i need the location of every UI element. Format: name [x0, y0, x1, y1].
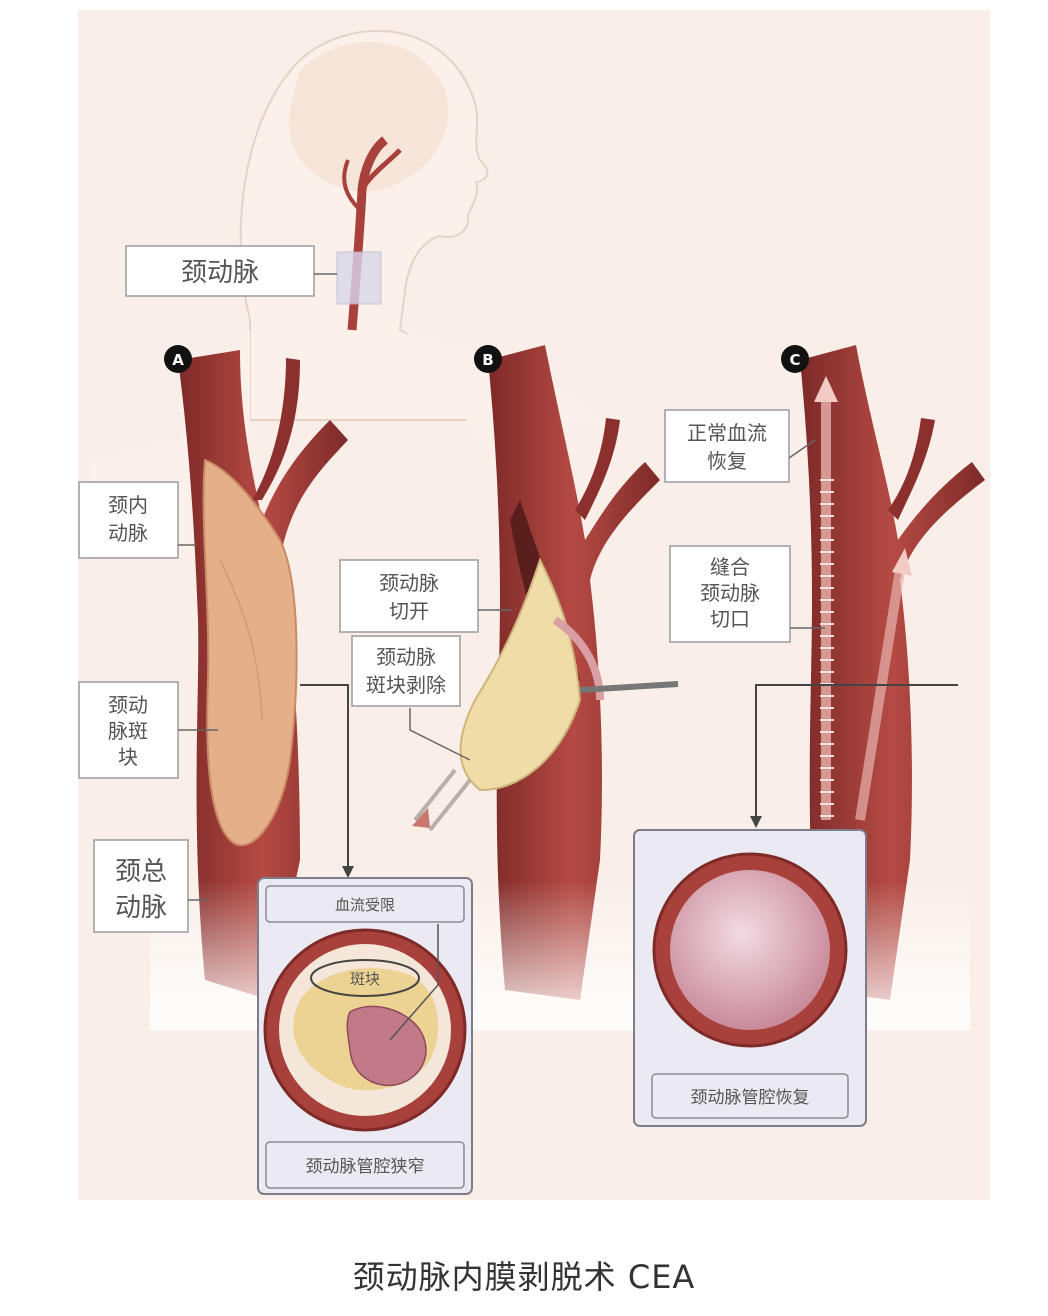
marker-b: B	[474, 345, 502, 373]
label-plaque-removal-line2: 斑块剥除	[366, 673, 446, 697]
connector-c	[755, 684, 958, 822]
inset-c-footer-box	[651, 1073, 849, 1119]
inset-a-plaque-tag-oval	[310, 959, 420, 997]
label-suture-line3: 切口	[710, 607, 750, 631]
label-incision-line1: 颈动脉	[379, 571, 439, 595]
label-carotid-text: 颈动脉	[181, 258, 259, 288]
label-common-carotid-line2: 动脉	[115, 893, 167, 923]
label-suture: 缝合 颈动脉 切口	[669, 545, 825, 643]
inset-a-header: 血流受限	[335, 896, 395, 914]
label-plaque-removal-line1: 颈动脉	[376, 645, 436, 669]
inset-c: 颈动脉管腔恢复	[633, 829, 867, 1127]
marker-c: C	[781, 345, 809, 373]
inset-c-footer: 颈动脉管腔恢复	[691, 1088, 810, 1108]
neck-highlight-box	[336, 251, 382, 305]
label-internal-carotid-line1: 颈内	[108, 493, 148, 517]
label-suture-line2: 颈动脉	[700, 581, 760, 605]
label-flow-restored: 正常血流 恢复	[664, 409, 816, 483]
label-plaque-line1: 颈动	[108, 693, 148, 717]
label-flow-restored-line1: 正常血流	[687, 421, 767, 445]
connector-a	[300, 684, 349, 872]
inset-a-footer: 颈动脉管腔狭窄	[306, 1157, 425, 1177]
inset-a-header-box	[265, 885, 465, 923]
label-suture-line1: 缝合	[710, 555, 750, 579]
marker-a: A	[164, 345, 192, 373]
label-plaque: 颈动 脉斑 块	[78, 681, 218, 779]
inset-a: 血流受限 斑块 颈动脉管腔狭窄	[257, 877, 473, 1195]
inset-a-footer-box	[265, 1141, 465, 1189]
neck-carotid	[336, 136, 402, 331]
label-plaque-line3: 块	[118, 745, 138, 769]
artery-b	[412, 345, 679, 1000]
figure-caption: 颈动脉内膜剥脱术 CEA	[352, 1258, 696, 1296]
label-plaque-line2: 脉斑	[108, 719, 148, 743]
label-incision-line2: 切开	[389, 599, 429, 623]
label-flow-restored-line2: 恢复	[707, 449, 747, 473]
label-common-carotid: 颈总 动脉	[93, 839, 208, 933]
inset-a-plaque-tag: 斑块	[350, 970, 380, 988]
marker-a-text: A	[172, 351, 184, 369]
label-common-carotid-line1: 颈总	[115, 857, 167, 887]
marker-c-text: C	[789, 351, 800, 369]
label-plaque-removal: 颈动脉 斑块剥除	[351, 635, 471, 761]
artery-a	[178, 350, 348, 1000]
label-carotid: 颈动脉	[125, 245, 337, 297]
label-internal-carotid-line2: 动脉	[108, 521, 148, 545]
label-internal-carotid: 颈内 动脉	[78, 481, 196, 559]
label-incision: 颈动脉 切开	[339, 559, 512, 633]
marker-b-text: B	[482, 351, 493, 369]
